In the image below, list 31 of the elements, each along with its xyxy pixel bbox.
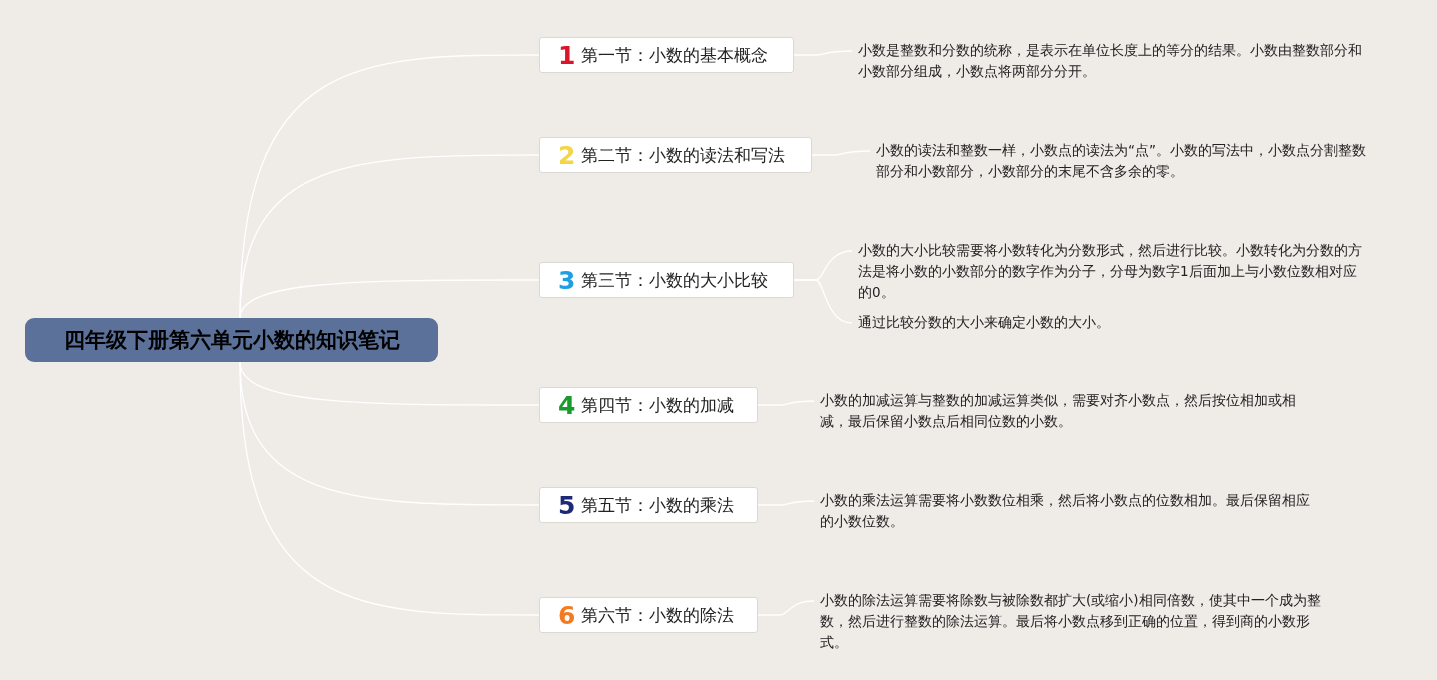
section-number: 5 [558,490,576,520]
note-text: 小数的读法和整数一样，小数点的读法为“点”。小数的写法中，小数点分割整数部分和小数部分，小数部分的末尾不含多余的零。 [876,140,1376,184]
section-number: 3 [558,265,576,295]
section-number: 1 [558,40,576,70]
section-number: 6 [558,600,576,630]
note-text: 小数是整数和分数的统称，是表示在单位长度上的等分的结果。小数由整数部分和小数部分组成，小数点将两部分分开。 [858,40,1373,84]
section-box [539,387,758,423]
topic-box: 四年级下册第六单元小数的知识笔记 [25,318,438,362]
note-text: 通过比较分数的大小来确定小数的大小。 [858,312,1363,334]
note-text: 小数的大小比较需要将小数转化为分数形式，然后进行比较。小数转化为分数的方法是将小数的小数部分的数字作为分子，分母为数字1后面加上与小数位数相对应的0。 [858,240,1363,304]
section-title: 第四节：小数的加减 [581,393,735,417]
connector-line [811,150,871,156]
section-box [539,487,758,523]
section-title: 第二节：小数的读法和写法 [581,143,786,167]
section-number: 2 [558,140,576,170]
section-title: 第五节：小数的乘法 [581,493,735,517]
section-box [539,262,794,298]
section-title: 第一节：小数的基本概念 [581,43,769,67]
note-text: 小数的加减运算与整数的加减运算类似，需要对齐小数点，然后按位相加或相减，最后保留小数点后相同位数的小数。 [820,390,1310,434]
section-title: 第六节：小数的除法 [581,603,735,627]
connector-line [793,50,853,56]
connector-line [757,400,815,406]
connector-line [757,500,815,506]
section-box [539,597,758,633]
note-text: 小数的除法运算需要将除数与被除数都扩大(或缩小)相同倍数，使其中一个成为整数，然后进行整数的除法运算。最后将小数点移到正确的位置，得到商的小数形式。 [820,590,1330,654]
connector-line [757,600,815,616]
section-title: 第三节：小数的大小比较 [581,268,769,292]
note-text: 小数的乘法运算需要将小数数位相乘，然后将小数点的位数相加。最后保留相应的小数位数。 [820,490,1320,534]
section-box [539,37,794,73]
section-number: 4 [558,390,576,420]
section-box [539,137,812,173]
